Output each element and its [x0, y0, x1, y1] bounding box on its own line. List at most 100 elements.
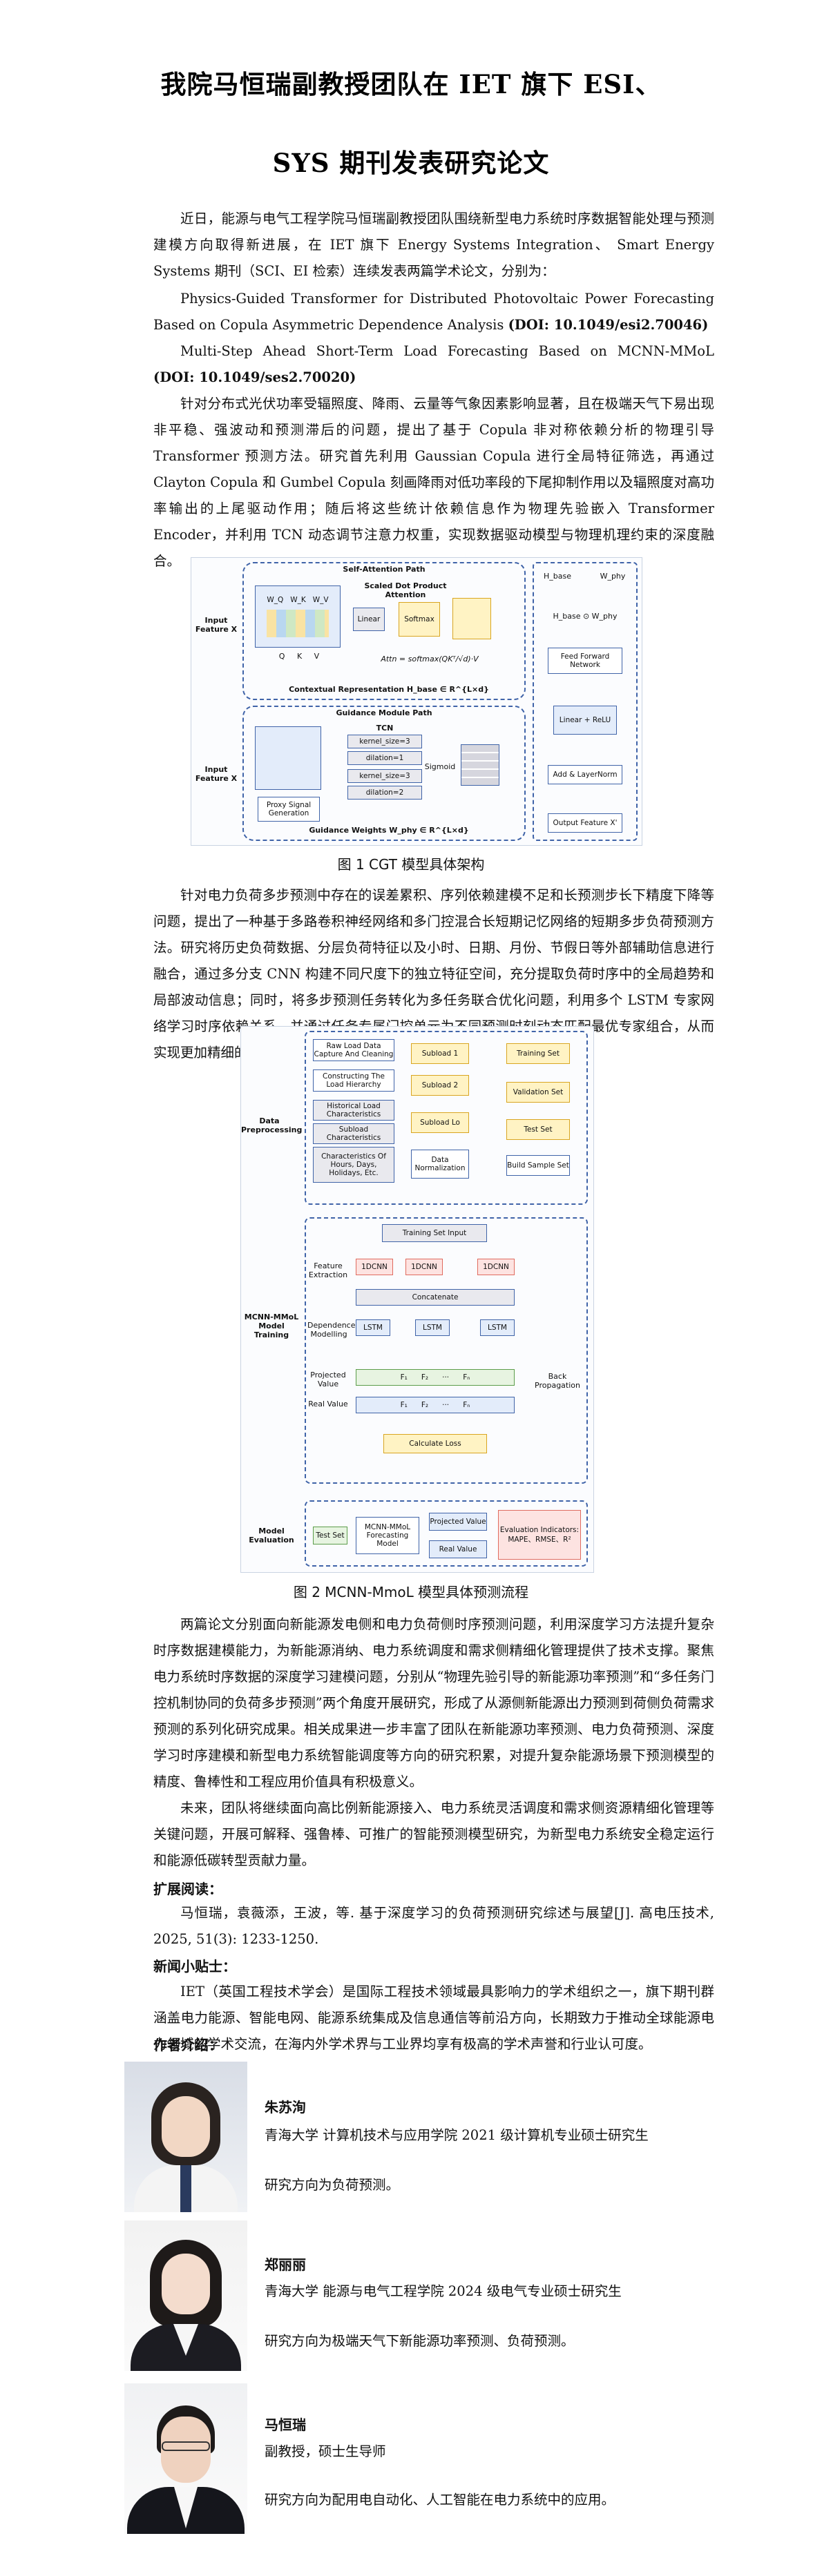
author-research: 研究方向为配用电自动化、人工智能在电力系统中的应用。: [265, 2492, 615, 2508]
figure1-caption: 图 1 CGT 模型具体架构: [337, 856, 485, 873]
author-name: 郑丽丽: [265, 2256, 306, 2273]
proxy-stack: [255, 726, 321, 790]
linear-block: Linear: [353, 608, 385, 631]
back-propagation-label: Back Propagation: [535, 1372, 580, 1390]
test-set: Test Set: [506, 1119, 570, 1140]
author-heading: 作者介绍：: [153, 2037, 222, 2053]
training-set: Training Set: [506, 1043, 570, 1064]
raw-data-block: Raw Load Data Capture And Cleaning: [313, 1039, 394, 1061]
author-photo-zheng: [124, 2220, 247, 2371]
hierarchy-block: Constructing The Load Hierarchy: [313, 1069, 394, 1092]
fusion-frame: [533, 562, 638, 841]
attention-formula: Attn = softmax(QKᵀ/√d)·V: [381, 655, 479, 664]
training-frame: [305, 1217, 588, 1484]
contextual-representation: Contextual Representation H_base ∈ R^{L×…: [289, 685, 489, 694]
eval-real-value: Real Value: [429, 1540, 487, 1558]
lstm-expert-2: LSTM: [415, 1319, 450, 1336]
cnn-branch-1: 1DCNN: [356, 1259, 393, 1275]
evaluation-frame: [305, 1500, 588, 1567]
softmax-cube: Softmax: [399, 602, 440, 637]
tcn-kernel-2: kernel_size=3: [347, 769, 422, 783]
qkv-labels: Q K V: [278, 652, 320, 661]
model-training-label: MCNN-MMoL Model Training: [244, 1313, 299, 1339]
model-eval-label: Model Evaluation: [249, 1527, 294, 1544]
paper1-title: Physics-Guided Transformer for Distribut…: [153, 291, 714, 333]
subload-1: Subload 1: [411, 1043, 469, 1064]
author-affiliation: 青海大学 能源与电气工程学院 2024 级电气专业硕士研究生: [265, 2283, 622, 2299]
input-feature-label-2: Input Feature X: [195, 765, 238, 783]
guidance-title: Guidance Module Path: [336, 708, 432, 717]
feature-extraction-label: Feature Extraction: [308, 1261, 348, 1279]
preprocessing-frame: [305, 1031, 588, 1205]
value-cube: [452, 598, 491, 639]
news-tip-heading: 新闻小贴士：: [153, 1958, 236, 1975]
news-tip-text: IET（英国工程技术学会）是国际工程技术领域最具影响力的学术组织之一，旗下期刊群…: [153, 1984, 714, 2052]
build-sample-set: Build Sample Set: [506, 1155, 570, 1176]
self-attention-path-frame: [242, 562, 526, 700]
tcn-dilation-2: dilation=2: [347, 786, 422, 800]
guidance-cube: [461, 744, 499, 786]
pv-forecast-paragraph: 针对分布式光伏功率受辐照度、降雨、云量等气象因素影响显著，且在极端天气下易出现非…: [153, 396, 714, 569]
dependence-label: Dependence Modelling: [307, 1321, 356, 1339]
ffn-block: Feed Forward Network: [548, 648, 622, 674]
proxy-signal-block: Proxy Signal Generation: [258, 797, 320, 822]
projected-value-row: F₁ F₂ ··· Fₙ: [356, 1369, 515, 1386]
real-value-row: F₁ F₂ ··· Fₙ: [356, 1397, 515, 1413]
tcn-kernel-1: kernel_size=3: [347, 735, 422, 748]
author-research: 研究方向为负荷预测。: [265, 2177, 400, 2193]
eval-projected-value: Projected Value: [429, 1513, 487, 1531]
hours-days-block: Characteristics Of Hours, Days, Holidays…: [313, 1147, 394, 1183]
author-affiliation: 青海大学 计算机技术与应用学院 2021 级计算机专业硕士研究生: [265, 2127, 649, 2143]
summary-paragraph: 两篇论文分别面向新能源发电侧和电力负荷侧时序预测问题，利用深度学习方法提升复杂时…: [153, 1616, 714, 1790]
author-research: 研究方向为极端天气下新能源功率预测、负荷预测。: [265, 2333, 575, 2349]
calculate-loss: Calculate Loss: [383, 1434, 487, 1453]
subload-2: Subload 2: [411, 1075, 469, 1096]
tcn-dilation-1: dilation=1: [347, 751, 422, 765]
forecasting-model: MCNN-MMoL Forecasting Model: [356, 1517, 419, 1554]
w-phy-label: W_phy: [600, 572, 626, 581]
figure2-caption: 图 2 MCNN-MmoL 模型具体预测流程: [293, 1584, 529, 1600]
subload-lo: Subload Lo: [411, 1112, 469, 1133]
author-title: 副教授，硕士生导师: [265, 2443, 386, 2459]
guidance-weights: Guidance Weights W_phy ∈ R^{L×d}: [309, 826, 469, 835]
lstm-expert-1: LSTM: [356, 1319, 390, 1336]
guidance-path-frame: [242, 706, 526, 841]
author-name: 朱苏洵: [265, 2099, 306, 2115]
extended-reading-heading: 扩展阅读：: [153, 1881, 222, 1897]
historical-load-block: Historical Load Characteristics: [313, 1100, 394, 1121]
data-normalization: Data Normalization: [411, 1150, 469, 1179]
eval-test-set: Test Set: [313, 1527, 347, 1544]
h-base-label: H_base: [544, 572, 571, 581]
figure-mcnn-mmol-flow: Data Preprocessing Raw Load Data Capture…: [240, 1026, 594, 1573]
article-title-line2: SYS 期刊发表研究论文: [272, 148, 550, 178]
self-attention-title: Self-Attention Path: [343, 565, 426, 574]
validation-set: Validation Set: [506, 1082, 570, 1103]
extended-reading-text: 马恒瑞，袁薇添，王波，等. 基于深度学习的负荷预测研究综述与展望[J]. 高电压…: [153, 1905, 714, 1947]
future-paragraph: 未来，团队将继续面向高比例新能源接入、电力系统灵活调度和需求侧资源精细化管理等关…: [153, 1800, 714, 1868]
sigmoid-label: Sigmoid: [424, 762, 456, 771]
sdpa-label: Scaled Dot Product Attention: [364, 581, 447, 599]
linear-relu-block: Linear + ReLU: [553, 706, 617, 735]
concatenate-block: Concatenate: [356, 1289, 515, 1306]
paper2-title: Multi-Step Ahead Short-Term Load Forecas…: [153, 343, 714, 385]
real-value-label: Real Value: [308, 1400, 348, 1408]
projected-value-label: Projected Value: [310, 1371, 346, 1388]
input-feature-label: Input Feature X: [195, 616, 238, 634]
subload-char-block: Subload Characteristics: [313, 1123, 394, 1144]
article-title-line1: 我院马恒瑞副教授团队在 IET 旗下 ESI、: [160, 69, 662, 99]
intro-paragraph: 近日，能源与电气工程学院马恒瑞副教授团队围绕新型电力系统时序数据智能处理与预测建…: [153, 211, 714, 279]
evaluation-indicators: Evaluation Indicators: MAPE、RMSE、R²: [498, 1510, 581, 1560]
cnn-branch-2: 1DCNN: [405, 1259, 443, 1275]
author-name: 马恒瑞: [265, 2417, 306, 2433]
author-photo-zhu: [124, 2062, 247, 2212]
cnn-branch-n: 1DCNN: [477, 1259, 515, 1275]
training-set-input: Training Set Input: [382, 1224, 487, 1242]
product-label: H_base ⊙ W_phy: [553, 612, 618, 621]
data-preprocessing-label: Data Preprocessing: [241, 1116, 303, 1134]
add-norm-block: Add & LayerNorm: [548, 765, 622, 784]
tcn-label: TCN: [376, 724, 394, 733]
output-feature-block: Output Feature X': [548, 813, 622, 833]
